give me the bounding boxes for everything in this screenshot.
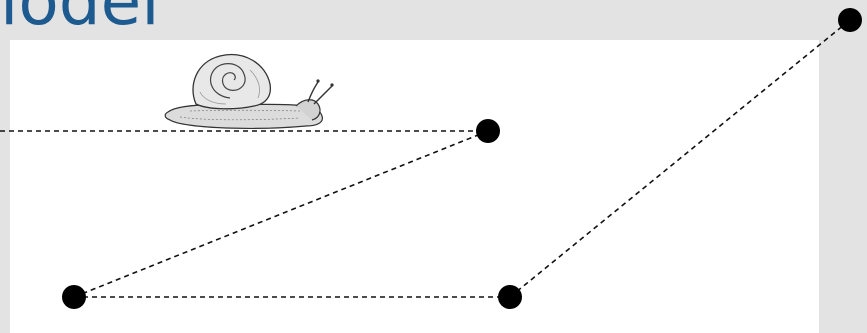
path-node-bottom-left [62, 285, 86, 309]
snail-head [295, 99, 321, 121]
white-panel [10, 40, 819, 333]
snail-eye-left [316, 79, 320, 83]
snail-eye-right [330, 83, 334, 87]
snail-shell-spiral [209, 63, 246, 99]
path-node-bottom-right [498, 285, 522, 309]
snail-tentacle-right [313, 85, 333, 105]
path-segment-diagonal-right [509, 19, 851, 298]
path-node-top [476, 119, 500, 143]
path-segment-diagonal-left [73, 130, 489, 298]
snail-tentacle-left [307, 81, 319, 103]
path-node-top-right [838, 8, 862, 32]
snail-body-texture [179, 109, 301, 121]
snail-shell-shading [199, 69, 260, 105]
slide-title: lodel [0, 0, 160, 40]
snail-shell [192, 54, 272, 110]
snail-illustration [164, 54, 334, 129]
